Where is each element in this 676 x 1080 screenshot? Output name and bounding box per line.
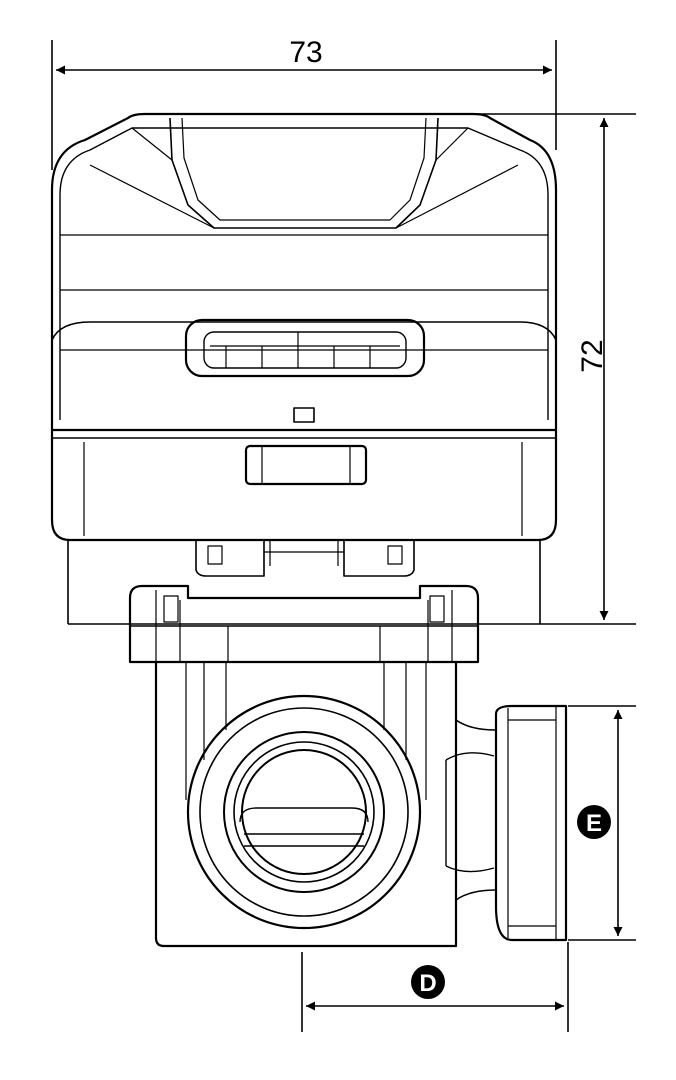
indicator-window <box>293 407 315 423</box>
actuator-head <box>50 112 558 577</box>
badge-e-label: E <box>586 810 602 837</box>
dim-height-label: 72 <box>576 339 609 372</box>
dim-width-label: 73 <box>289 36 322 69</box>
side-port-nut <box>494 704 568 942</box>
badge-e: E <box>577 805 611 839</box>
dimension-lines <box>51 40 636 1032</box>
badge-d-label: D <box>419 970 436 997</box>
badge-d: D <box>411 965 445 999</box>
latch <box>244 444 368 486</box>
valve-body <box>128 584 568 948</box>
front-port-outer <box>186 694 422 930</box>
